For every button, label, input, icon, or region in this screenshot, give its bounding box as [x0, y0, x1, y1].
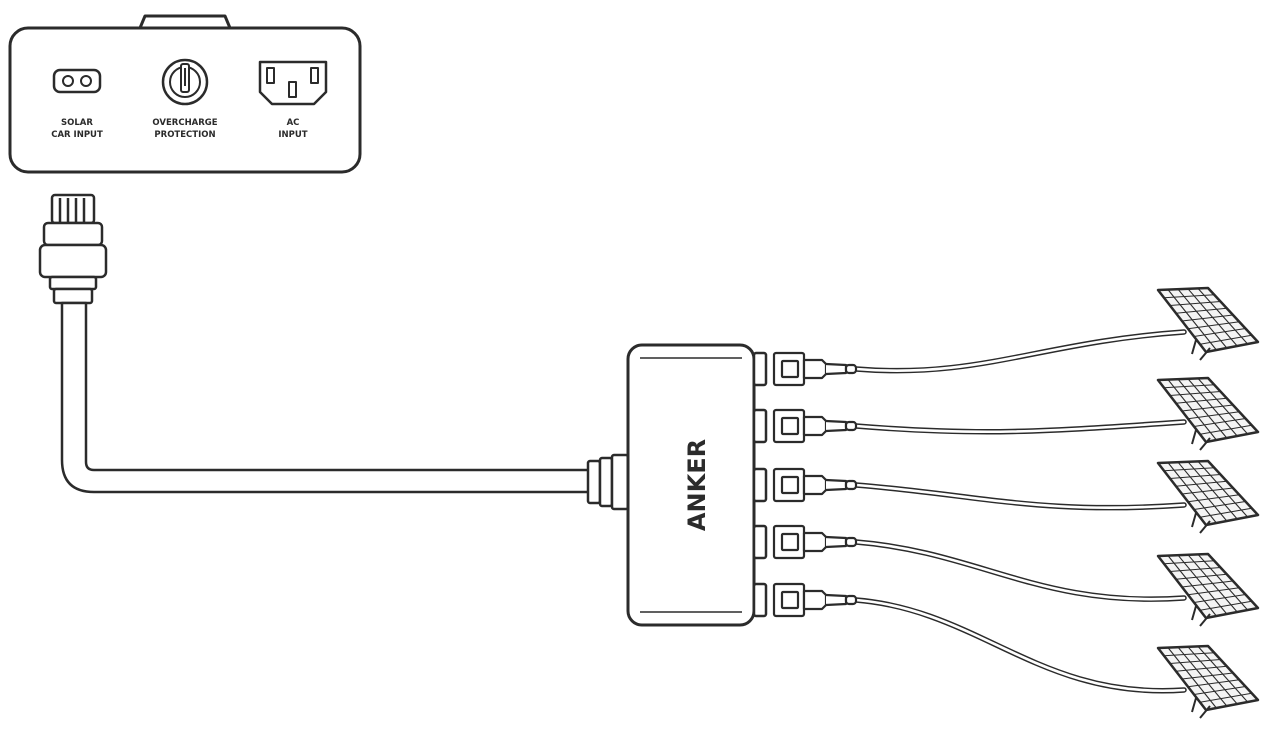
branch-connector — [772, 524, 858, 560]
branch-cable-inner — [854, 540, 1186, 601]
branch-cable-inner — [854, 483, 1186, 510]
ac-label-line1: AC — [287, 118, 300, 128]
hub-port — [752, 524, 768, 560]
hub-strain-relief — [586, 453, 630, 511]
input-panel — [8, 14, 362, 174]
ac-socket-icon — [258, 60, 328, 106]
branch-connector — [772, 408, 858, 444]
overcharge-label-line2: PROTECTION — [154, 130, 215, 140]
overcharge-label-line1: OVERCHARGE — [152, 118, 217, 128]
input-plug — [38, 193, 108, 305]
branch-cable — [853, 539, 1187, 602]
solar-car-port-icon — [52, 68, 102, 94]
solar-panel-icon — [1156, 376, 1260, 451]
branch-cable-inner — [854, 330, 1186, 372]
solar-panel-group — [1156, 286, 1260, 719]
ac-label-line2: INPUT — [278, 130, 307, 140]
branch-cable-inner — [854, 420, 1186, 434]
solar-label-line1: SOLAR — [61, 118, 93, 128]
solar-label-line2: CAR INPUT — [51, 130, 103, 140]
branch-connector — [772, 351, 858, 387]
solar-panel-icon — [1156, 459, 1260, 534]
main-cable — [60, 301, 592, 494]
panel-handle — [138, 14, 232, 29]
panel-body — [8, 26, 362, 174]
hub-port — [752, 467, 768, 503]
hub-port-group — [752, 351, 768, 618]
branch-connector — [772, 467, 858, 503]
branch-cable-inner — [854, 598, 1186, 693]
branch-cable-group — [853, 329, 1187, 694]
hub-port — [752, 408, 768, 444]
hub-brand-label: ANKER — [683, 439, 711, 531]
breaker-icon — [161, 58, 209, 106]
branch-connector — [772, 582, 858, 618]
solar-panel-icon — [1156, 644, 1260, 719]
hub-port — [752, 582, 768, 618]
branch-connector-group — [772, 351, 858, 618]
solar-panel-icon — [1156, 552, 1260, 627]
solar-panel-icon — [1156, 286, 1260, 361]
branch-cable — [853, 597, 1187, 694]
hub-port — [752, 351, 768, 387]
